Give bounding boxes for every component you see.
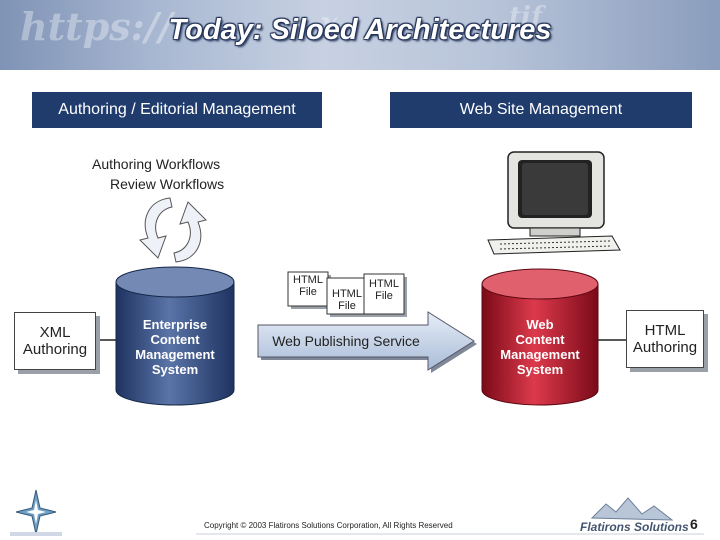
- ecms-label-line3: Management: [116, 347, 234, 362]
- ecms-label: Enterprise Content Management System: [116, 317, 234, 377]
- copyright-text: Copyright © 2003 Flatirons Solutions Cor…: [204, 521, 453, 530]
- ecms-label-line1: Enterprise: [116, 317, 234, 332]
- wcms-label-line1: Web: [482, 317, 598, 332]
- html-authoring-box: HTML Authoring: [626, 310, 704, 368]
- html-authoring-line1: HTML: [645, 322, 686, 339]
- refresh-cycle-icon: [140, 198, 206, 262]
- html-file-label-1: HTML File: [288, 274, 328, 298]
- ecms-label-line4: System: [116, 362, 234, 377]
- html-file-3-line1: HTML: [364, 278, 404, 290]
- html-file-1-line2: File: [288, 286, 328, 298]
- html-file-1-line1: HTML: [288, 274, 328, 286]
- html-file-label-3: HTML File: [364, 278, 404, 302]
- html-file-2-line1: HTML: [327, 288, 367, 300]
- web-publishing-service-label: Web Publishing Service: [262, 333, 430, 349]
- mountain-logo-icon: [592, 498, 672, 520]
- xml-authoring-line1: XML: [40, 324, 71, 341]
- wcms-label: Web Content Management System: [482, 317, 598, 377]
- wcms-label-line2: Content: [482, 332, 598, 347]
- html-file-3-line2: File: [364, 290, 404, 302]
- xml-authoring-box: XML Authoring: [14, 312, 96, 370]
- page-number: 6: [690, 516, 698, 532]
- ecms-label-line2: Content: [116, 332, 234, 347]
- html-file-label-2: HTML File: [327, 288, 367, 312]
- xml-authoring-line2: Authoring: [23, 341, 87, 358]
- compass-star-icon: [10, 490, 62, 536]
- flatirons-logo-text: Flatirons Solutions: [580, 520, 689, 534]
- computer-monitor-icon: [488, 152, 620, 254]
- wcms-label-line3: Management: [482, 347, 598, 362]
- wcms-label-line4: System: [482, 362, 598, 377]
- html-file-2-line2: File: [327, 300, 367, 312]
- html-authoring-line2: Authoring: [633, 339, 697, 356]
